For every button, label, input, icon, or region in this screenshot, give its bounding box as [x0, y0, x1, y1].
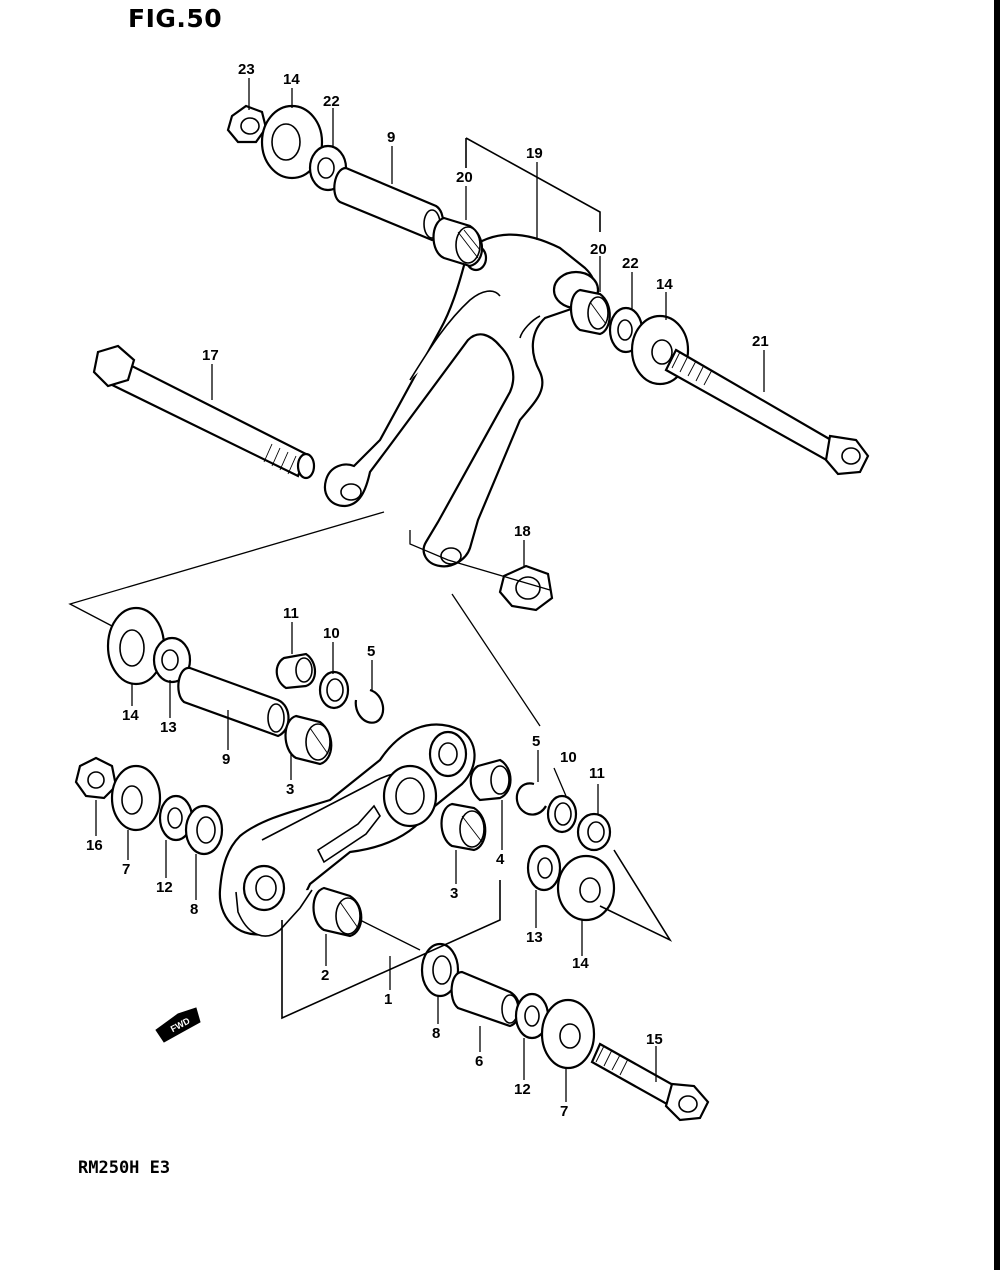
- guide-line-right: [451, 593, 541, 727]
- cushion-lever-1: [218, 723, 476, 937]
- guide-line-lower-shaft: [359, 919, 421, 951]
- guide-line-nut: [409, 530, 551, 591]
- callout-9: 9: [222, 751, 230, 768]
- callout-9: 9: [387, 129, 395, 146]
- circlip-5-lower: [515, 782, 547, 816]
- callout-22: 22: [323, 93, 340, 110]
- bolt-15: [590, 1042, 710, 1122]
- callout-14: 14: [572, 955, 589, 972]
- needle-bearing-2: [312, 886, 363, 938]
- callout-10: 10: [560, 749, 577, 766]
- callout-bracket-14-right: [599, 849, 673, 942]
- callout-8: 8: [190, 901, 198, 918]
- bushing-11-upper: [275, 652, 317, 690]
- callout-1: 1: [384, 991, 392, 1008]
- thrust-washer-14-lower-left: [106, 606, 166, 686]
- callout-leaders: [95, 78, 765, 1102]
- guide-line-left: [68, 511, 385, 627]
- needle-bearing-20-right: [569, 288, 611, 336]
- bolt-17: [92, 344, 316, 480]
- callout-14: 14: [122, 707, 139, 724]
- callout-16: 16: [86, 837, 103, 854]
- washer-13-lower-right: [526, 844, 562, 892]
- callout-20: 20: [456, 169, 473, 186]
- washer-13-lower-left: [152, 636, 192, 684]
- forward-direction-badge: FWD: [155, 1007, 201, 1043]
- callout-bracket-1: [281, 880, 501, 1020]
- callout-22: 22: [622, 255, 639, 272]
- needle-bearing-3-lower: [440, 802, 487, 852]
- bushing-4: [469, 758, 512, 802]
- callout-12: 12: [514, 1081, 531, 1098]
- callout-15: 15: [646, 1031, 663, 1048]
- callout-14: 14: [656, 276, 673, 293]
- thrust-washer-14-lower-right: [556, 854, 616, 922]
- callout-13: 13: [160, 719, 177, 736]
- callout-4: 4: [496, 851, 505, 868]
- oil-seal-10-lower: [546, 794, 578, 834]
- washer-12-left: [158, 794, 194, 842]
- cushion-lever-19: [323, 233, 600, 568]
- callout-bracket-20-19: [465, 137, 601, 232]
- circlip-5-upper: [354, 688, 385, 724]
- figure-title: FIG.50: [128, 4, 223, 33]
- callout-13: 13: [526, 929, 543, 946]
- callout-21: 21: [752, 333, 769, 350]
- bushing-8-lower: [420, 942, 460, 998]
- bushing-11-lower: [576, 812, 612, 852]
- callout-numbers: 23 14 22 9 20 19 20 22 14 21 17 18 11 10…: [86, 61, 769, 1120]
- callout-19: 19: [526, 145, 543, 162]
- callout-5: 5: [367, 643, 375, 660]
- spacer-9-upper: [333, 166, 445, 242]
- callout-18: 18: [514, 523, 531, 540]
- callout-3: 3: [286, 781, 294, 798]
- callout-3: 3: [450, 885, 458, 902]
- callout-12: 12: [156, 879, 173, 896]
- bolt-21: [664, 348, 870, 476]
- callout-7: 7: [560, 1103, 568, 1120]
- callout-5: 5: [532, 733, 540, 750]
- callout-11: 11: [589, 765, 605, 782]
- callout-11: 11: [283, 605, 299, 622]
- washer-7-left: [110, 764, 162, 832]
- bushing-8-left: [184, 804, 224, 856]
- thrust-washer-14-upper-left: [260, 104, 324, 180]
- callout-10: 10: [323, 625, 340, 642]
- nut-16: [74, 756, 118, 800]
- callout-20: 20: [590, 241, 607, 258]
- model-code: RM250H E3: [78, 1158, 171, 1178]
- washer-7-lower: [540, 998, 596, 1070]
- callout-8: 8: [432, 1025, 440, 1042]
- spacer-6: [450, 970, 521, 1028]
- needle-bearing-3-upper: [284, 714, 333, 766]
- scan-edge: [994, 0, 1000, 1270]
- oil-seal-10-upper: [318, 670, 350, 710]
- callout-6: 6: [475, 1053, 483, 1070]
- callout-17: 17: [202, 347, 219, 364]
- callout-2: 2: [321, 967, 329, 984]
- callout-7: 7: [122, 861, 130, 878]
- nut-18: [498, 564, 554, 612]
- flange-nut-23: [226, 104, 268, 144]
- callout-14: 14: [283, 71, 300, 88]
- needle-bearing-20-left: [432, 216, 484, 268]
- callout-23: 23: [238, 61, 255, 78]
- spacer-9-lower: [177, 666, 290, 738]
